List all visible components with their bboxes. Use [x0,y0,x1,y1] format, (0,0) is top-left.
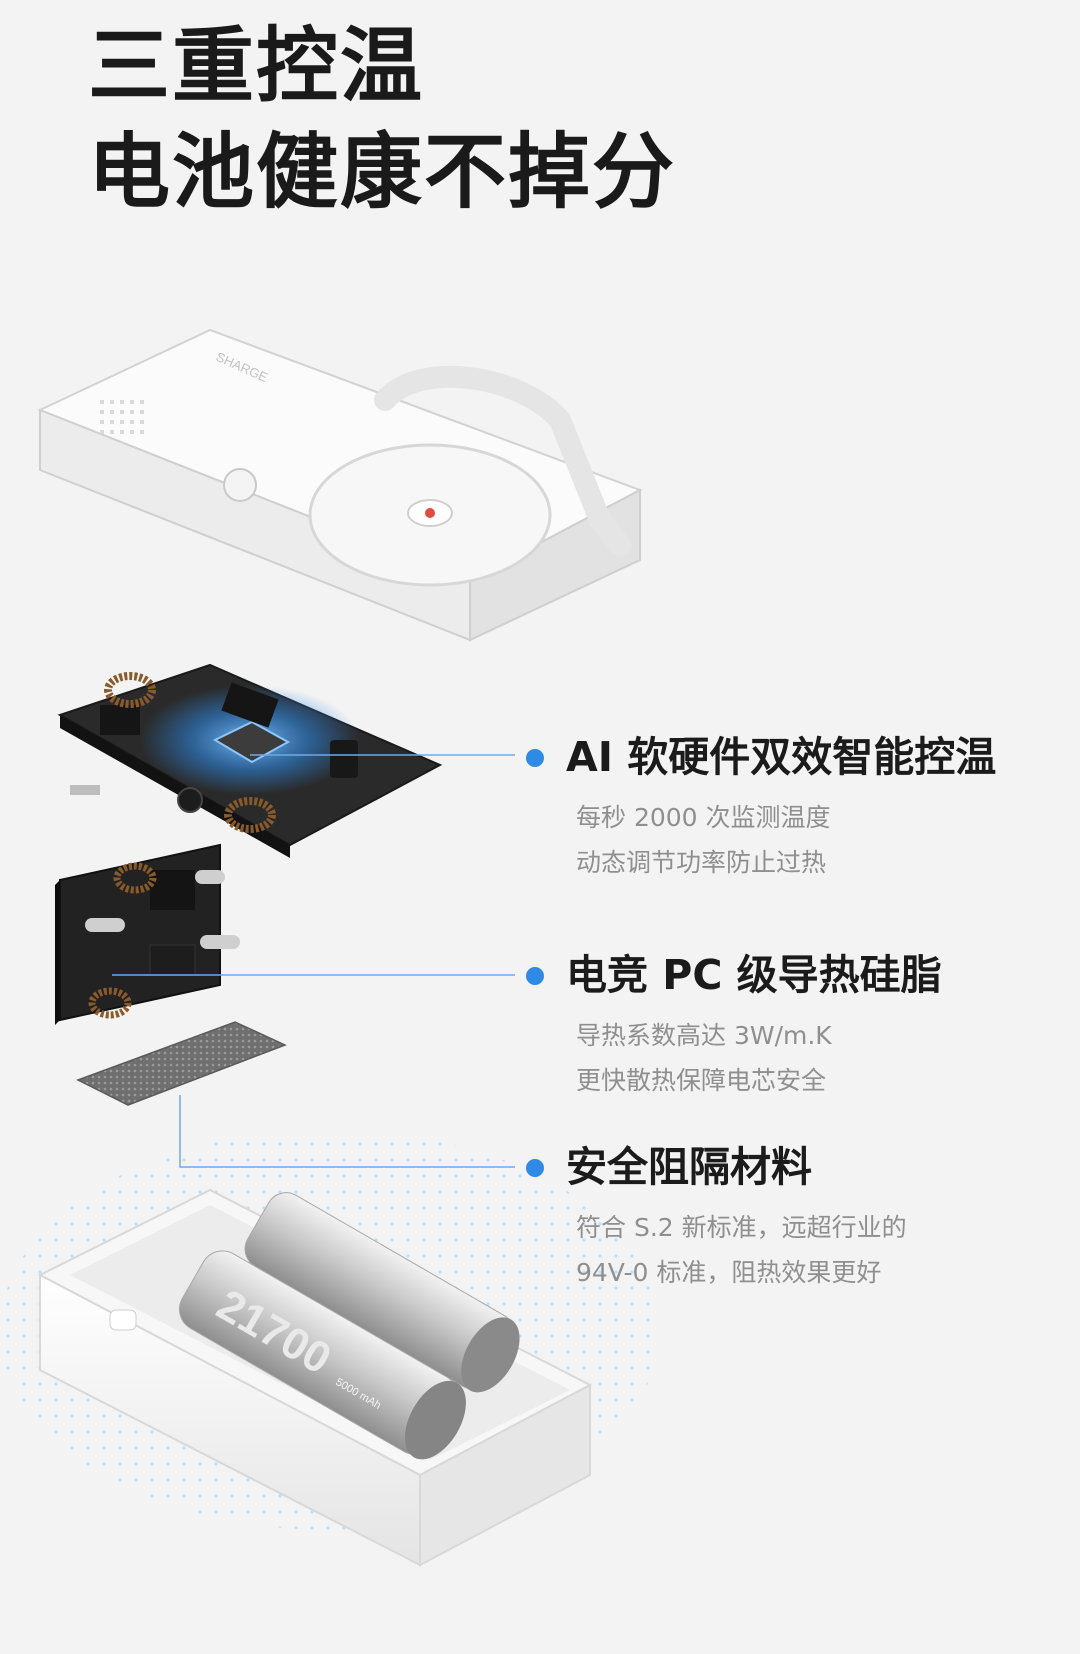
indicator-light-icon [425,508,435,518]
capacitor-icon [85,870,240,949]
inductor-icon [104,672,276,833]
usb-c-port-icon [109,1309,137,1331]
usb-port-icon [70,785,100,795]
feature-title: AI 软硬件双效智能控温 [566,733,997,781]
main-circuit-board [57,663,443,858]
feature-description-line: 动态调节功率防止过热 [576,848,827,877]
feature-description-line: 每秒 2000 次监测温度 [576,803,831,832]
feature-description-line: 更快散热保障电芯安全 [576,1066,827,1095]
bullet-dot-icon [526,967,544,985]
feature-title: 电竞 PC 级导热硅脂 [566,951,942,999]
callout-line-barrier [179,1095,515,1168]
callout-lines [112,754,515,1168]
lanyard-loop [374,365,631,556]
bullet-dot-icon [526,749,544,767]
feature-description: 导热系数高达 3W/m.K 更快散热保障电芯安全 [530,1013,942,1103]
battery-cell-front: 21700 5000 mAh [178,1250,466,1460]
feature-description-line: 导热系数高达 3W/m.K [576,1021,832,1050]
feature-safety-barrier: 安全阻隔材料 符合 S.2 新标准，远超行业的 94V-0 标准，阻热效果更好 [526,1137,907,1295]
battery-cell-rear [244,1192,520,1393]
feature-description: 每秒 2000 次监测温度 动态调节功率防止过热 [530,795,996,885]
feature-title: 安全阻隔材料 [566,1143,812,1191]
bullet-dot-icon [526,1159,544,1177]
feature-thermal-paste: 电竞 PC 级导热硅脂 导热系数高达 3W/m.K 更快散热保障电芯安全 [526,945,942,1103]
feature-ai-temp-control: AI 软硬件双效智能控温 每秒 2000 次监测温度 动态调节功率防止过热 [526,727,997,885]
transparent-top-shell: SHARGE [37,328,643,642]
headline-line-2: 电池健康不掉分 [88,125,677,220]
feature-description-line: 94V-0 标准，阻热效果更好 [576,1258,882,1287]
feature-description-line: 符合 S.2 新标准，远超行业的 [576,1213,907,1242]
chip-icon [212,720,291,764]
secondary-circuit-board [55,843,240,1025]
page-headline: 三重控温 电池健康不掉分 [88,14,676,226]
feature-description: 符合 S.2 新标准，远超行业的 94V-0 标准，阻热效果更好 [530,1205,907,1295]
power-button-icon [223,468,257,502]
headline-line-1: 三重控温 [88,19,425,114]
thermal-pad [76,1021,287,1106]
dot-matrix-display [100,400,144,434]
battery-cells: 21700 5000 mAh [178,1192,520,1460]
